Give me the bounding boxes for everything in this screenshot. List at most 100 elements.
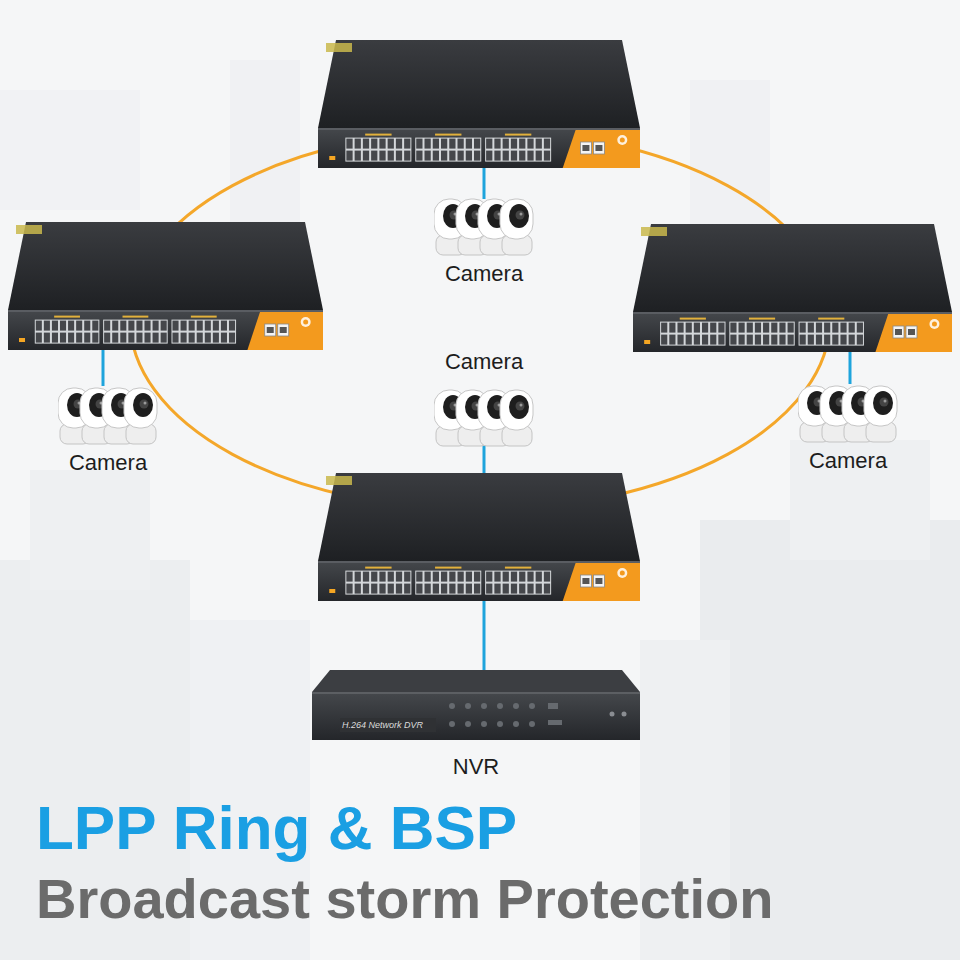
brand-logo: [617, 135, 627, 145]
rj45-port: [36, 321, 42, 331]
rj45-port: [779, 323, 785, 333]
rj45-port: [519, 572, 525, 582]
lens-glint: [144, 402, 147, 405]
rj45-port: [449, 572, 455, 582]
rj45-port: [857, 323, 863, 333]
rj45-port: [379, 151, 385, 161]
camera-group: Camera: [434, 195, 534, 298]
port-block: [729, 322, 794, 346]
rj45-port: [441, 139, 447, 149]
rj45-port: [536, 584, 542, 594]
rj45-port: [458, 139, 464, 149]
port-tag: [818, 318, 844, 320]
rj45-port: [346, 151, 352, 161]
rj45-port: [503, 572, 509, 582]
rj45-port: [474, 151, 480, 161]
rj45-port: [161, 333, 167, 343]
nvr-button: [513, 703, 519, 709]
rj45-port: [503, 584, 509, 594]
rj45-port: [527, 584, 533, 594]
switch-sticker: [326, 476, 352, 485]
rj45-port: [840, 323, 846, 333]
nvr-button: [481, 703, 487, 709]
rj45-port: [808, 335, 814, 345]
rj45-port: [213, 321, 219, 331]
rj45-port: [669, 335, 675, 345]
poe-switch: [633, 224, 952, 352]
uplink-port-slot: [582, 578, 589, 584]
rj45-port: [433, 572, 439, 582]
rj45-port: [702, 335, 708, 345]
rj45-port: [161, 321, 167, 331]
rj45-port: [494, 584, 500, 594]
rj45-port: [363, 139, 369, 149]
brand-logo: [301, 317, 311, 327]
rj45-port: [44, 321, 50, 331]
rj45-port: [486, 139, 492, 149]
rj45-port: [404, 139, 410, 149]
rj45-port: [788, 335, 794, 345]
rj45-port: [52, 321, 58, 331]
rj45-port: [388, 139, 394, 149]
rj45-port: [205, 333, 211, 343]
camera-head: [124, 388, 157, 428]
switch-led: [19, 338, 25, 342]
rj45-port: [536, 151, 542, 161]
rj45-port: [120, 321, 126, 331]
rj45-port: [76, 321, 82, 331]
rj45-port: [404, 151, 410, 161]
dome-camera: [864, 386, 897, 442]
rj45-port: [710, 335, 716, 345]
rj45-port: [779, 335, 785, 345]
rj45-port: [763, 335, 769, 345]
rj45-port: [536, 572, 542, 582]
port-block: [415, 138, 481, 162]
nvr-button: [449, 703, 455, 709]
rj45-port: [181, 321, 187, 331]
rj45-port: [449, 139, 455, 149]
port-block: [103, 320, 168, 344]
rj45-port: [52, 333, 58, 343]
port-tag: [123, 316, 149, 318]
rj45-port: [346, 584, 352, 594]
port-block: [345, 138, 411, 162]
nvr-button: [481, 721, 487, 727]
network-cable: [483, 445, 486, 476]
switch-accent: [875, 314, 952, 352]
node-label: Camera: [809, 448, 887, 473]
switch-sticker: [641, 227, 667, 236]
rj45-port: [229, 333, 235, 343]
rj45-port: [677, 323, 683, 333]
uplink-port-slot: [267, 327, 274, 333]
rj45-port: [441, 151, 447, 161]
rj45-port: [466, 572, 472, 582]
uplink-port: [893, 326, 904, 338]
rj45-port: [755, 335, 761, 345]
rj45-port: [92, 333, 98, 343]
node-label: NVR: [453, 754, 499, 779]
rj45-port: [449, 584, 455, 594]
rj45-port: [229, 321, 235, 331]
rj45-port: [441, 584, 447, 594]
nvr-button: [497, 721, 503, 727]
uplink-port-slot: [595, 145, 602, 151]
rj45-port: [458, 572, 464, 582]
rj45-port: [60, 333, 66, 343]
switch-sticker: [326, 43, 352, 52]
rj45-port: [747, 323, 753, 333]
rj45-port: [363, 151, 369, 161]
rj45-port: [808, 323, 814, 333]
rj45-port: [466, 584, 472, 594]
background-building: [790, 440, 930, 560]
camera-group: Camera: [434, 349, 534, 452]
rj45-port: [424, 139, 430, 149]
rj45-port: [474, 584, 480, 594]
nvr-button: [497, 703, 503, 709]
camera-head: [864, 386, 897, 426]
rj45-port: [763, 323, 769, 333]
switch-led: [644, 340, 650, 344]
camera-face: [509, 204, 529, 228]
rj45-port: [449, 151, 455, 161]
rj45-port: [128, 333, 134, 343]
rj45-port: [181, 333, 187, 343]
